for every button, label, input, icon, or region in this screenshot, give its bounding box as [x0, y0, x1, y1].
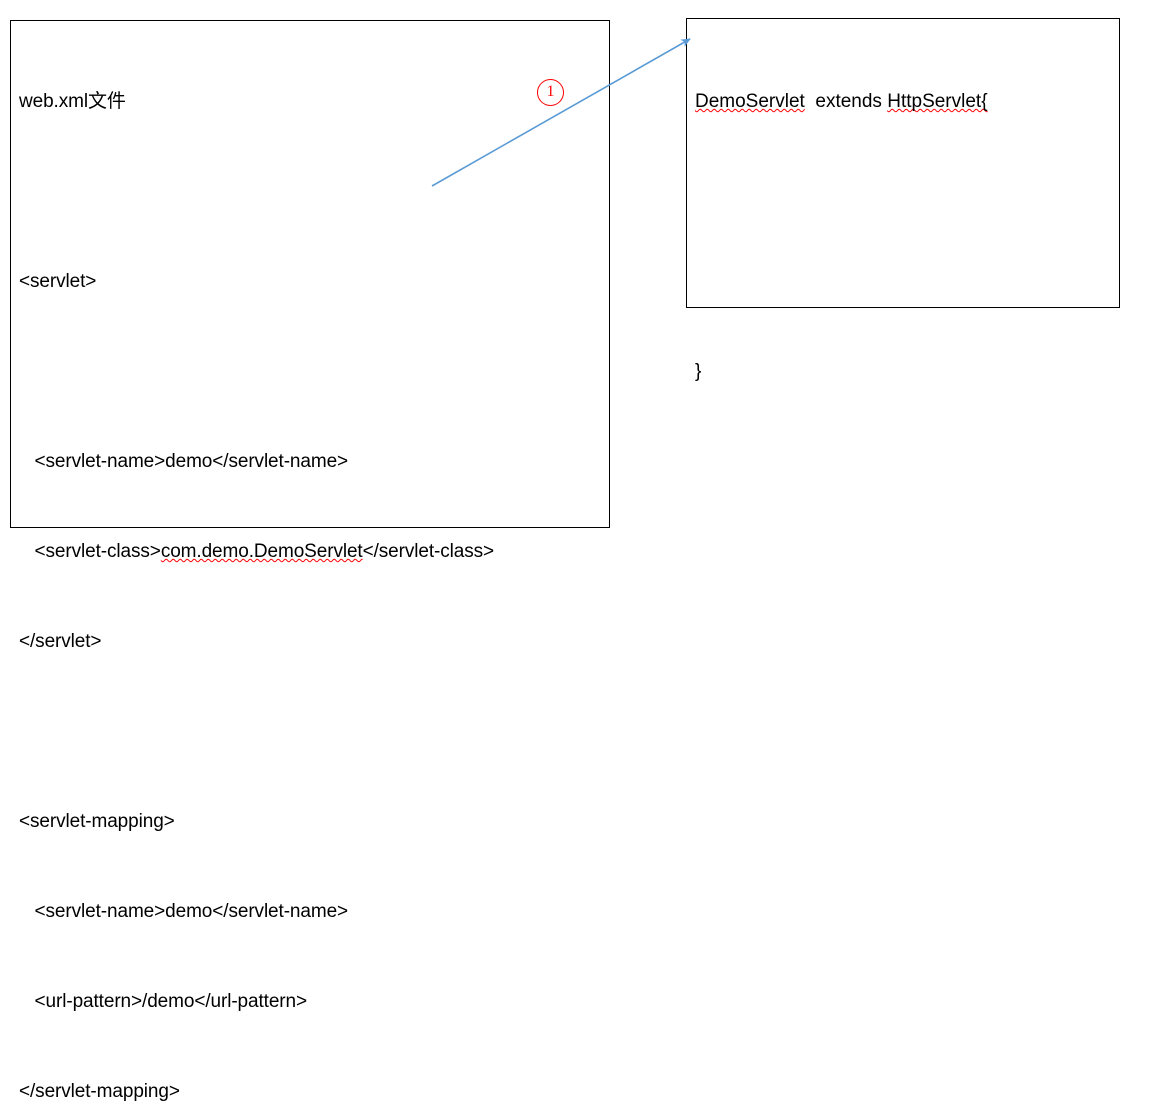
java-class-code: DemoServlet extends HttpServlet{ }	[695, 27, 988, 447]
callout-number-1: 1	[537, 79, 564, 106]
code-line-servlet-class: <servlet-class>com.demo.DemoServlet</ser…	[19, 537, 605, 567]
servlet-class-close-tag: </servlet-class>	[362, 541, 495, 562]
extends-keyword: extends	[815, 91, 882, 112]
servlet-class-value: com.demo.DemoServlet	[160, 541, 363, 562]
space-separator	[805, 91, 816, 112]
java-class-panel: DemoServlet extends HttpServlet{ }	[686, 18, 1120, 382]
callout-number-label: 1	[546, 83, 555, 100]
code-line-blank	[19, 357, 605, 387]
code-line-mapping-close: </servlet-mapping>	[19, 1081, 180, 1102]
code-line-blank	[695, 267, 988, 297]
code-line-title: web.xml文件	[19, 91, 126, 112]
code-line-servlet-close: </servlet>	[19, 631, 102, 652]
code-line-url-pattern: <url-pattern>/demo</url-pattern>	[19, 991, 308, 1012]
web-xml-panel: web.xml文件 <servlet> <servlet-name>demo</…	[10, 20, 610, 1102]
code-line-mapping-open: <servlet-mapping>	[19, 811, 175, 832]
class-name: DemoServlet	[695, 91, 805, 112]
code-line-servlet-name: <servlet-name>demo</servlet-name>	[19, 451, 349, 472]
slide-canvas: web.xml文件 <servlet> <servlet-name>demo</…	[10, 18, 1120, 1102]
code-line-class-signature: DemoServlet extends HttpServlet{	[695, 87, 988, 117]
code-line-blank	[695, 177, 988, 207]
code-line-closing-brace: }	[695, 361, 702, 382]
super-class-name: HttpServlet{	[887, 91, 988, 112]
code-line-blank	[19, 717, 605, 747]
code-line-blank	[19, 177, 605, 207]
servlet-class-open-tag: <servlet-class>	[19, 541, 161, 562]
web-xml-code: web.xml文件 <servlet> <servlet-name>demo</…	[19, 27, 605, 1106]
code-line-servlet-open: <servlet>	[19, 271, 97, 292]
code-line-mapping-name: <servlet-name>demo</servlet-name>	[19, 901, 349, 922]
